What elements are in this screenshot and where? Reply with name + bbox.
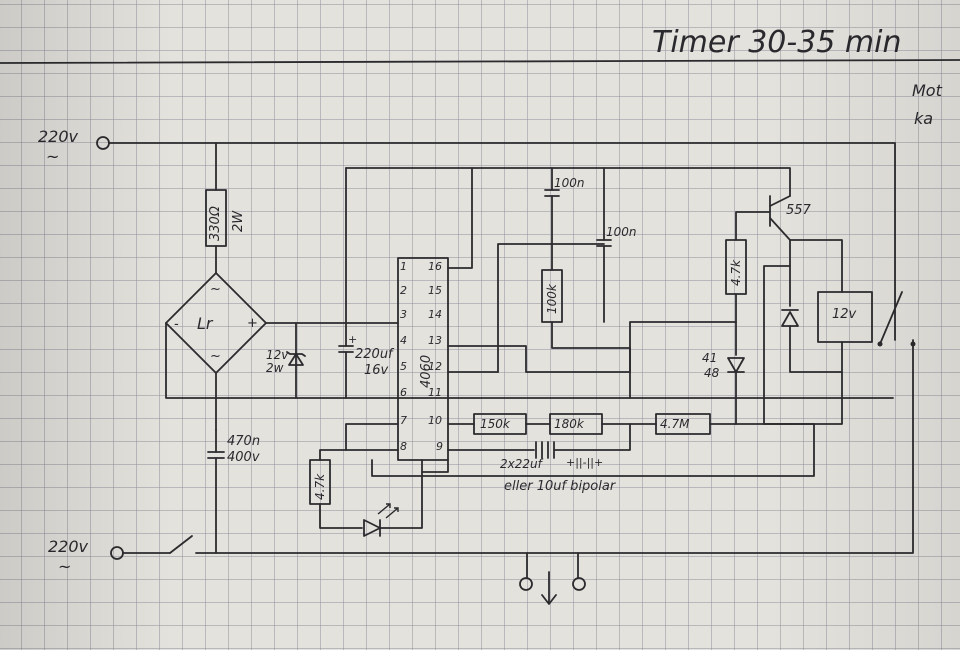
ic-pin-3: 3 [400,308,407,321]
led [363,519,381,537]
relay-label: 12v [832,307,857,322]
wire [497,243,605,373]
ic-pin-10: 10 [428,414,442,427]
zener-bar [286,351,306,357]
ic-pin-13: 13 [428,334,442,347]
wire [319,449,347,461]
corner-note-line-1: Mot [912,81,943,100]
bridge-ac-bottom-label: ~ [210,349,221,364]
wire [553,423,631,451]
wire [345,423,399,451]
resistor-100k-value: 100k [545,283,559,314]
header-rule [0,59,960,64]
corner-note-line-2: ka [914,109,933,128]
wire [735,397,843,425]
neutral-rail [195,339,914,554]
resistor-47m-value: 4.7M [660,417,690,431]
transistor-base-wire [735,211,771,241]
zener-power: 2w [266,361,284,375]
ic-pins-left: 1 2 3 4 5 6 7 8 [400,260,407,453]
power-switch [169,535,193,554]
cap-supply-value: 220uf [355,347,395,362]
ic-pin-15: 15 [428,284,442,297]
resistor-330-power: 2W [231,210,246,232]
wire [319,503,363,529]
mains-bottom-tilde: ~ [58,557,71,576]
cap-100n-a-value: 100n [554,176,585,190]
transistor-label: 557 [786,203,812,218]
relay-contact [879,291,903,345]
resistor-led-value: 4.7k [313,473,327,500]
resistor-330-value: 330Ω [208,206,223,241]
ic-pin-16: 16 [428,260,442,273]
diode-label-1: 41 [702,351,717,365]
ic-pin-2: 2 [400,284,407,297]
flyback-diode [781,311,799,327]
output-terminal [519,577,533,591]
wire [379,459,449,529]
output-terminal [572,577,586,591]
vdd-to-transistor [471,167,791,197]
ic-pin-8: 8 [400,440,407,453]
ic-pin-1: 1 [400,260,407,273]
output-arrow [541,571,557,605]
collector-wire [789,239,843,293]
wire [763,239,791,425]
mains-top-terminal [96,136,110,150]
transistor-emitter [769,195,791,207]
resistor-180k-value: 180k [554,417,585,431]
relay-contact-node [910,341,916,347]
timing-cap-polarity: +||-||+ [566,456,603,469]
transistor-collector [769,217,791,241]
mains-bottom-label: 220v [48,537,89,556]
wire [789,325,843,373]
ic-pin-12: 12 [428,360,442,373]
relay-coil [817,291,873,343]
bridge-label: Lr [197,314,214,333]
bridge-minus-label: - [174,317,179,332]
ic-pin-11: 11 [428,386,442,399]
page-title: Timer 30-35 min [652,25,902,60]
cap-supply-plus: + [348,333,357,346]
signal-diode [727,357,745,373]
timing-note: eller 10uf bipolar [504,479,617,494]
ic-pin-7: 7 [400,414,407,427]
ground-rail [165,322,894,399]
cap-supply-voltage: 16v [364,363,389,378]
diode-label-2: 48 [704,366,720,380]
mains-bottom-terminal [110,546,124,560]
mains-top-label: 220v [38,127,79,146]
cap-100n-b-value: 100n [606,225,637,239]
zener-diode [288,353,304,366]
live-rail [108,142,896,341]
ic-name: 4060 [419,355,434,388]
ic-pin-5: 5 [400,360,407,373]
resistor-base-value: 4.7k [729,259,743,286]
wire [551,321,631,349]
ic-pin-9: 9 [436,440,443,453]
bridge-ac-top-label: ~ [210,282,221,297]
zener-voltage: 12v [266,348,289,362]
ic-pins-right: 16 15 14 13 12 11 10 9 [428,260,443,453]
ic-pin-14: 14 [428,308,442,321]
cap-input-voltage: 400v [227,450,260,465]
vdd-wire [345,167,473,269]
resistor-150k-value: 150k [480,417,511,431]
timing-cap-value: 2x22uf [500,457,544,471]
bridge-plus-label: + [247,316,258,331]
led-emission-arrows [377,503,399,519]
reset-wire [447,321,737,373]
relay-contact-node [877,341,883,347]
mains-top-tilde: ~ [46,147,59,166]
ic-4060 [397,257,449,461]
cap-input-value: 470n [227,434,260,449]
ic-pin-4: 4 [400,334,407,347]
ic-pin-6: 6 [400,386,407,399]
